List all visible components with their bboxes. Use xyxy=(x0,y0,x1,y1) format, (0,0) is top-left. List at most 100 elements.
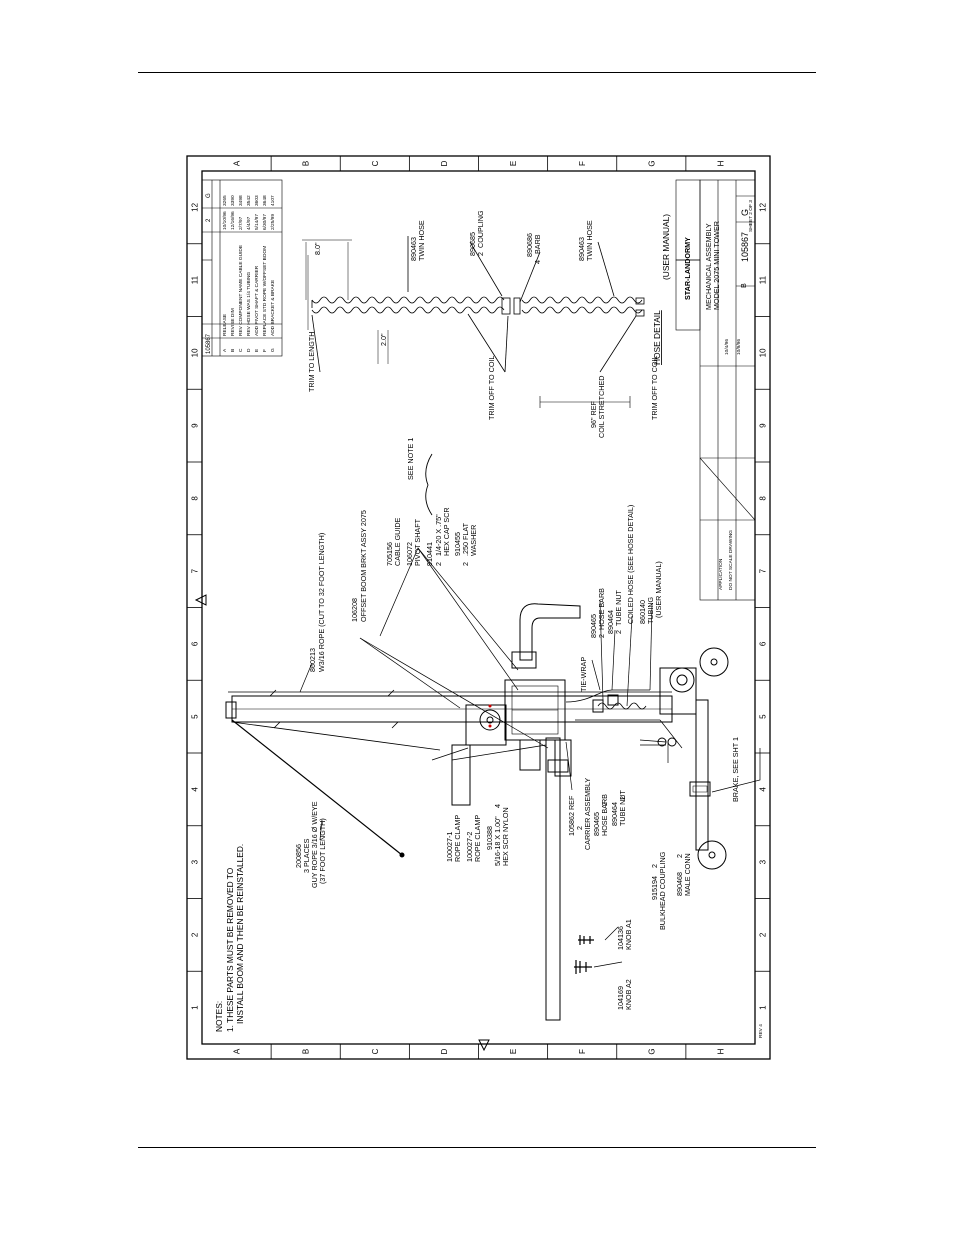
callout-hosebarb-top-pn: 890465 xyxy=(589,614,598,638)
hose-trim-length: TRIM TO LENGTH xyxy=(307,332,316,392)
zone-col-left: 12 xyxy=(191,202,200,211)
zone-row-bottom: F xyxy=(578,1049,587,1054)
revision-cell-rev: C xyxy=(238,348,244,352)
revision-cell-appr: 4107 xyxy=(270,195,276,206)
callout-hexcap-qty: 2 xyxy=(434,562,443,566)
zone-col-left: 6 xyxy=(191,641,200,646)
coupling xyxy=(501,297,511,315)
guy-rope xyxy=(231,719,403,856)
callout-coiled-hose: COILED HOSE (SEE HOSE DETAIL) xyxy=(626,505,635,624)
hose-twin-bot-pn: 890463 xyxy=(577,237,586,261)
callout-knob2-pn: 104169 xyxy=(616,986,625,1010)
title-block-application: APPLICATION xyxy=(718,558,724,590)
hose-detail-title: HOSE DETAIL xyxy=(652,310,662,365)
note-1-line-1: 1. THESE PARTS MUST BE REMOVED TO xyxy=(225,867,235,1032)
center-mark-top xyxy=(194,594,207,606)
leader-lines xyxy=(299,453,761,968)
revision-cell-appr: 3603 xyxy=(254,195,260,206)
callout-ropeclamp1-desc: ROPE CLAMP xyxy=(453,815,462,862)
zone-col-left: 2 xyxy=(191,932,200,937)
tower-base xyxy=(659,667,697,715)
notes-heading: NOTES: xyxy=(214,1001,224,1032)
rev-table-dwg-no: 105867 xyxy=(206,333,212,354)
zone-col-left: 3 xyxy=(191,859,200,864)
revision-cell-desc: REV COMPONENT NAME CABLE GUIDE xyxy=(238,245,244,336)
callout-tubenut-bot-pn: 890464 xyxy=(610,802,619,826)
center-mark-bottom xyxy=(478,1039,490,1052)
zone-col-right: 2 xyxy=(759,932,768,937)
callout-washer-desc2: WASHER xyxy=(469,525,478,556)
revision-cell-date: 12/16/96 xyxy=(230,211,236,230)
callout-nylon-desc1: 5/16-18 X 1.00" xyxy=(493,816,502,866)
title-block-date-2: 10/9/96 xyxy=(736,339,742,355)
revision-cell-date: 2/7/97 xyxy=(238,216,244,230)
callout-tubing-pn: 860140 xyxy=(638,600,647,624)
revision-cell-date: 6/30/97 xyxy=(262,214,268,230)
hose-barb-desc: BARB xyxy=(533,234,542,254)
title-block xyxy=(675,179,756,601)
revision-cell-desc: REPLACE STD ROPE W/OFFSET BOOM xyxy=(262,246,268,336)
zone-col-left: 4 xyxy=(191,787,200,792)
mast-assembly xyxy=(225,603,729,1021)
zone-row-top: F xyxy=(578,161,587,166)
zone-row-bottom: A xyxy=(233,1048,242,1054)
callout-hosebarb-bot-qty: 2 xyxy=(600,802,609,806)
hose-twin-top-pn: 890463 xyxy=(409,237,418,261)
knob-a1 xyxy=(578,935,594,945)
hose-trim-coil-2: TRIM OFF TO COIL xyxy=(650,356,659,420)
revision-cell-appr: 3265 xyxy=(222,195,228,206)
zone-row-bottom: E xyxy=(509,1049,518,1054)
revision-cell-date: 5/14/97 xyxy=(254,214,260,230)
callout-tie-wrap: TIE-WRAP xyxy=(579,657,588,692)
note-1-line-2: INSTALL BOOM AND THEN BE REINSTALLED. xyxy=(235,844,245,1024)
hose-dim-8: 8.0" xyxy=(313,242,322,255)
callout-nylon-pn: 910388 xyxy=(485,826,494,850)
hose-coupling-desc: COUPLING xyxy=(476,210,485,248)
boom-arm xyxy=(545,737,561,1021)
callout-bulkhead-desc: BULKHEAD COUPLING xyxy=(658,851,667,930)
zone-row-top: G xyxy=(647,160,656,166)
zone-row-bottom: C xyxy=(371,1048,380,1054)
zone-col-left: 8 xyxy=(191,496,200,501)
revision-cell-desc: RELEASE xyxy=(222,314,228,336)
callout-ropeclamp1-pn: 100027-1 xyxy=(445,832,454,862)
revision-cell-rev: B xyxy=(230,349,236,352)
wheel-bottom xyxy=(697,840,727,870)
callout-cable-guide-desc: CABLE GUIDE xyxy=(393,517,402,566)
zone-col-right: 5 xyxy=(759,714,768,719)
zone-row-top: B xyxy=(302,161,311,166)
title-block-size: B xyxy=(739,283,748,288)
callout-tubing-ref: (USER MANUAL) xyxy=(654,561,663,618)
callout-nylon-desc2: HEX SCR NYLON xyxy=(501,807,510,866)
revision-table xyxy=(201,179,283,357)
callout-guy-rope-qty: 3 PLACES xyxy=(302,838,311,873)
hose-dim-2: 2.0" xyxy=(379,333,388,346)
title-block-title-2: MODEL 2075 MINI TOWER xyxy=(712,221,721,310)
hose-barb-pn: 890686 xyxy=(525,233,534,257)
callout-pivot-pn: 106072 xyxy=(405,542,414,566)
callout-boom-desc: OFFSET BOOM BRKT ASSY 2075 xyxy=(359,510,368,622)
callout-carrier-qty: 2 xyxy=(575,826,584,830)
callout-guy-rope-desc: GUY ROPE 3/16 Ø W/EYE xyxy=(310,801,319,888)
zone-col-right: 7 xyxy=(759,568,768,573)
revision-cell-desc: ADD BRACKET & BRAKE xyxy=(270,280,276,336)
zone-row-bottom: B xyxy=(302,1049,311,1054)
zone-row-bottom: H xyxy=(716,1048,725,1054)
hose-coil-stretched: COIL STRETCHED xyxy=(597,376,606,438)
revision-cell-date: 10/10/96 xyxy=(222,211,228,230)
tubing-860140 xyxy=(565,689,650,703)
zone-row-top: E xyxy=(509,161,518,166)
callout-ropeclamp2-desc: ROPE CLAMP xyxy=(473,815,482,862)
knob-a2 xyxy=(574,960,592,974)
brake xyxy=(689,781,711,797)
zone-col-left: 9 xyxy=(191,423,200,428)
callout-guy-rope-pn: 200856 xyxy=(294,844,303,868)
callout-tubing-desc: TUBING xyxy=(646,596,655,624)
callout-knob1-desc: KNOB A1 xyxy=(624,919,633,950)
callout-ropeclamp2-pn: 100027-2 xyxy=(465,832,474,862)
hose-barb-qty: 4 xyxy=(533,260,542,264)
zone-col-right: 3 xyxy=(759,859,768,864)
revision-cell-rev: F xyxy=(262,349,268,352)
